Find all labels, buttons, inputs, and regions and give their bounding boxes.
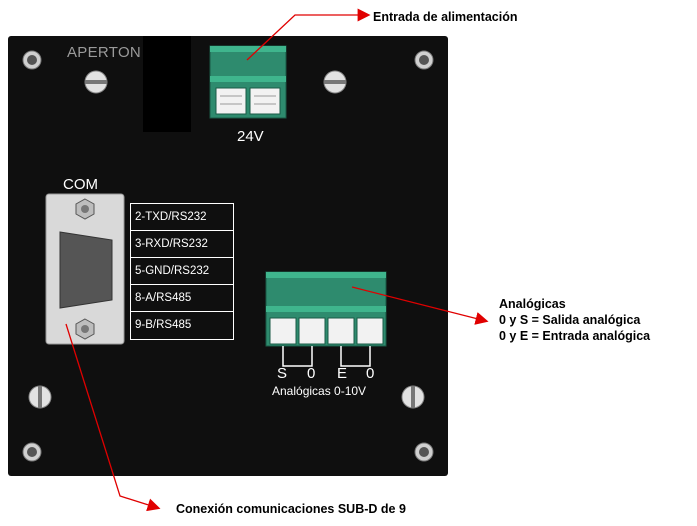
subd9-connector (45, 193, 125, 345)
cable-block (143, 36, 191, 132)
slotted-screw-top-right (323, 70, 347, 94)
pinout-row: 5-GND/RS232 (131, 258, 233, 285)
analog-pin-e: E (337, 365, 348, 382)
power-voltage-label: 24V (237, 128, 264, 145)
power-callout-arrow (246, 8, 371, 61)
analog-callout-arrow (351, 286, 489, 325)
slotted-screw-bottom-left (28, 385, 52, 409)
analog-callout-line1: 0 y S = Salida analógica (499, 313, 641, 327)
slotted-screw-bottom-right (401, 385, 425, 409)
pinout-row: 2-TXD/RS232 (131, 204, 233, 231)
analog-callout: Analógicas 0 y S = Salida analógica 0 y … (499, 296, 650, 344)
analog-callout-title: Analógicas (499, 297, 566, 311)
analog-terminal-block (265, 271, 387, 367)
corner-screw-bottom-right (414, 442, 434, 462)
power-terminal-block (209, 45, 287, 119)
analog-callout-line2: 0 y E = Entrada analógica (499, 329, 651, 343)
brand-logo: APERTON (67, 44, 142, 61)
pinout-row: 8-A/RS485 (131, 285, 233, 312)
analog-pin-s: S (277, 365, 288, 382)
pinout-table: 2-TXD/RS232 3-RXD/RS232 5-GND/RS232 8-A/… (130, 203, 234, 340)
slotted-screw-top-left (84, 70, 108, 94)
analog-pin-0-in: 0 (366, 365, 375, 382)
analog-connector-label: Analógicas 0-10V (272, 384, 367, 398)
comm-callout-text: Conexión comunicaciones SUB-D de 9 (176, 502, 406, 516)
pinout-row: 3-RXD/RS232 (131, 231, 233, 258)
connector-screw-bottom (75, 318, 95, 340)
analog-pin-0-out: 0 (307, 365, 316, 382)
corner-screw-bottom-left (22, 442, 42, 462)
comm-callout-arrow (65, 323, 161, 512)
com-label: COM (63, 176, 98, 193)
connector-screw-top (75, 198, 95, 220)
pinout-row: 9-B/RS485 (135, 319, 192, 331)
corner-screw-top-right (414, 50, 434, 70)
power-callout-text: Entrada de alimentación (373, 10, 518, 24)
corner-screw-top-left (22, 50, 42, 70)
